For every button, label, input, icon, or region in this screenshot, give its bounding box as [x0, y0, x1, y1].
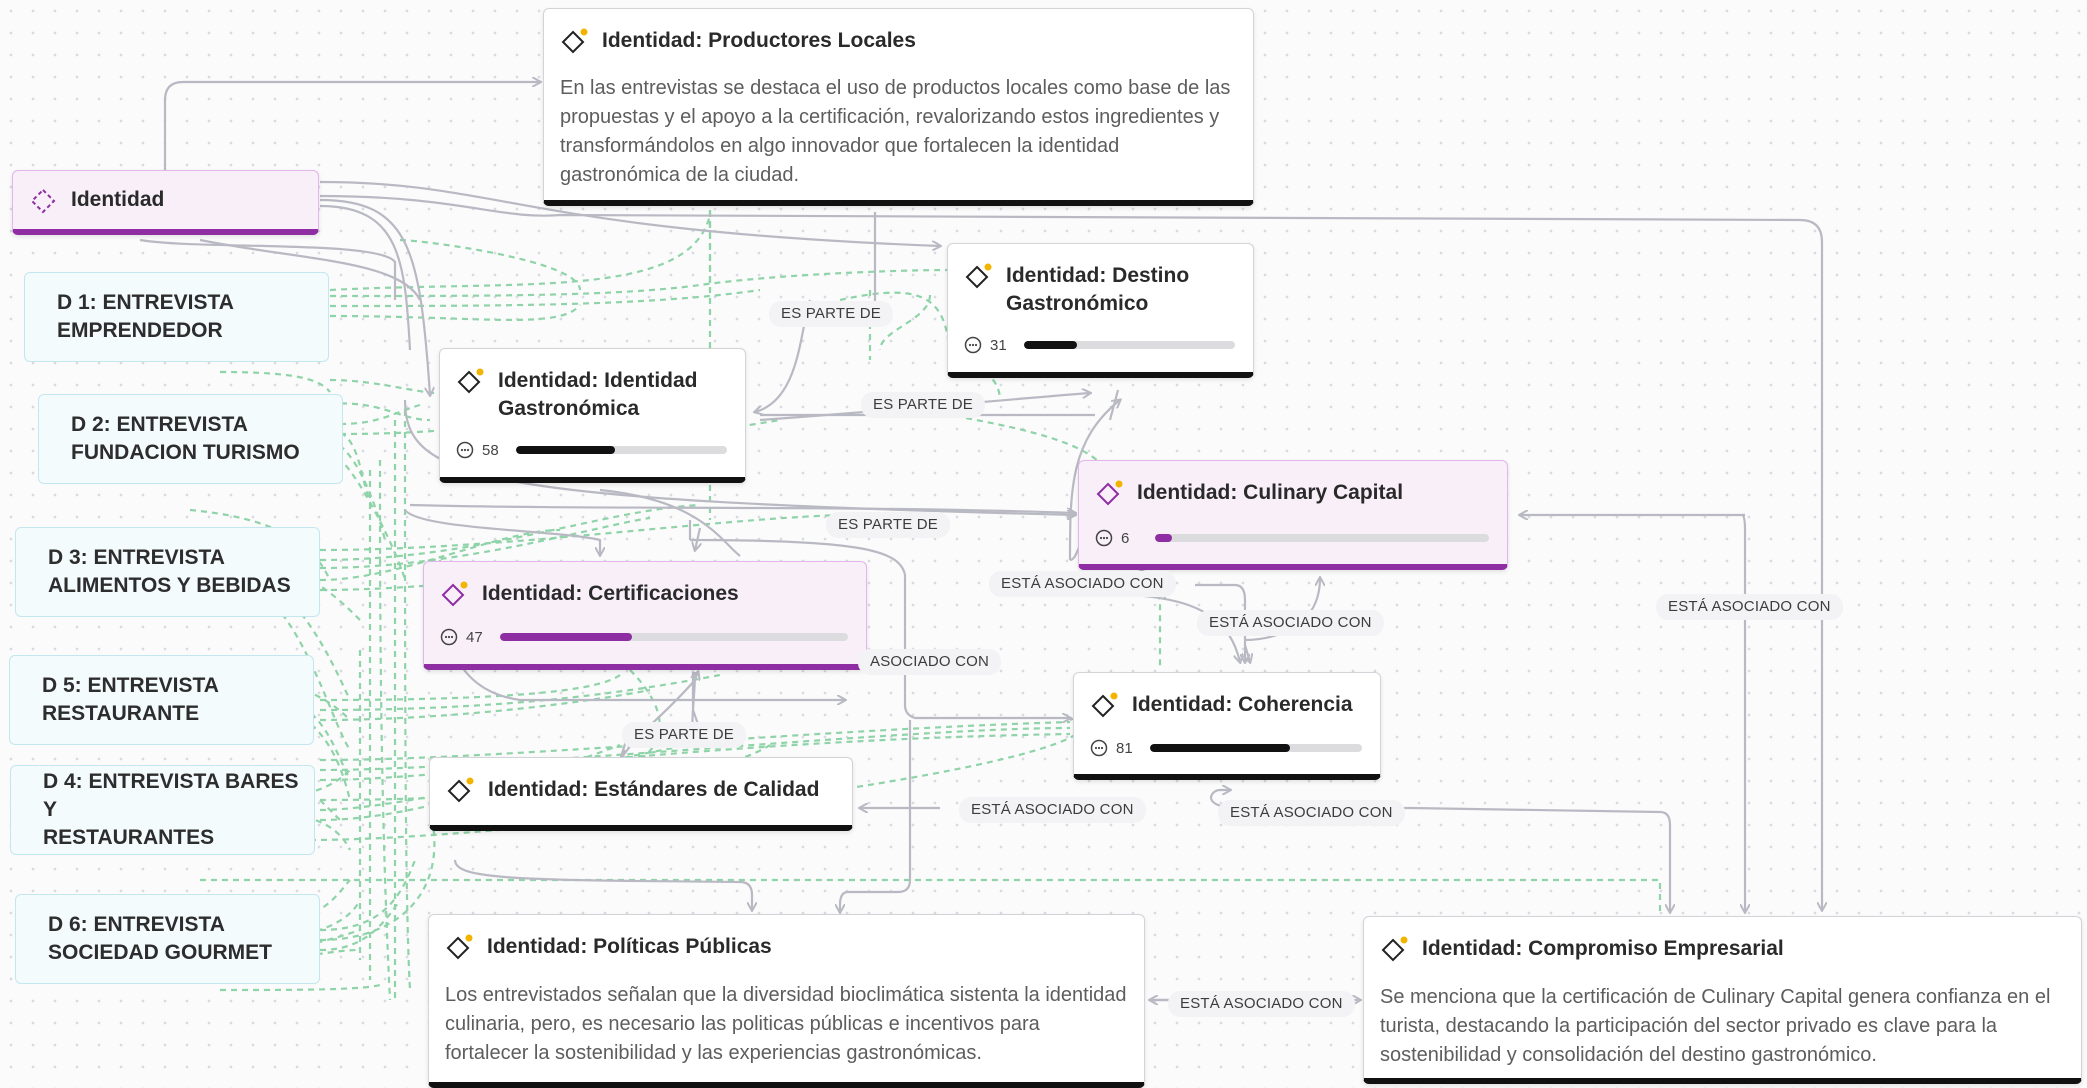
document-d3-label: D 3: ENTREVISTA ALIMENTOS Y BEBIDAS	[48, 546, 291, 597]
edge-label-esta-asociado-con[interactable]: ESTÁ ASOCIADO CON	[1168, 991, 1355, 1017]
document-d5-label: D 5: ENTREVISTA RESTAURANTE	[42, 674, 219, 725]
quote-bubble-icon	[456, 441, 474, 459]
frequency-bar	[500, 633, 848, 641]
code-politicas-publicas[interactable]: Identidad: Políticas Públicas Los entrev…	[428, 914, 1145, 1088]
quotation-count: 31	[990, 336, 1007, 354]
edge-label-esta-asociado-con[interactable]: ESTÁ ASOCIADO CON	[1197, 610, 1384, 636]
code-title: Identidad: Productores Locales	[602, 29, 916, 52]
quotation-count: 58	[482, 441, 499, 459]
code-title: Identidad: Certificaciones	[482, 582, 739, 605]
frequency-bar-fill	[1024, 341, 1077, 349]
quotation-count: 81	[1116, 739, 1133, 757]
diamond-icon	[1380, 936, 1408, 964]
code-destino-gastronomico[interactable]: Identidad: Destino Gastronómico 31	[947, 243, 1254, 378]
document-d5[interactable]: D 5: ENTREVISTA RESTAURANTE	[9, 655, 314, 745]
document-d4[interactable]: D 4: ENTREVISTA BARES Y RESTAURANTES	[10, 765, 315, 855]
code-title: Identidad: Compromiso Empresarial	[1422, 937, 1784, 960]
code-memo: Los entrevistados señalan que la diversi…	[445, 984, 1127, 1064]
frequency-bar	[1150, 744, 1362, 752]
code-title: Identidad: Culinary Capital	[1137, 481, 1404, 504]
quote-bubble-icon	[1095, 529, 1113, 547]
diamond-icon	[560, 28, 588, 56]
edge-label-es-parte-de[interactable]: ES PARTE DE	[622, 722, 747, 748]
diamond-icon	[1095, 480, 1123, 508]
code-certificaciones[interactable]: Identidad: Certificaciones 47	[423, 561, 867, 670]
code-productores-locales[interactable]: Identidad: Productores Locales En las en…	[543, 8, 1254, 206]
code-title: Identidad: Políticas Públicas	[487, 935, 772, 958]
quotation-count: 6	[1121, 529, 1130, 547]
quotation-count: 47	[466, 628, 483, 646]
diamond-icon	[445, 934, 473, 962]
document-d4-label: D 4: ENTREVISTA BARES Y RESTAURANTES	[43, 770, 299, 849]
frequency-bar-fill	[1155, 534, 1172, 542]
document-d1-label: D 1: ENTREVISTA EMPRENDEDOR	[57, 291, 234, 342]
code-memo: Se menciona que la certificación de Culi…	[1380, 986, 2051, 1066]
edge-label-esta-asociado-con[interactable]: ESTÁ ASOCIADO CON	[1656, 594, 1843, 620]
code-memo: En las entrevistas se destaca el uso de …	[560, 77, 1231, 186]
code-title: Identidad: Estándares de Calidad	[488, 778, 820, 801]
code-identidad-gastronomica[interactable]: Identidad: Identidad Gastronómica 58	[439, 348, 746, 483]
frequency-bar	[1024, 341, 1235, 349]
document-d6[interactable]: D 6: ENTREVISTA SOCIEDAD GOURMET	[15, 894, 320, 984]
document-links	[189, 200, 1662, 1001]
code-estandares-de-calidad[interactable]: Identidad: Estándares de Calidad	[429, 757, 853, 831]
document-d2-label: D 2: ENTREVISTA FUNDACION TURISMO	[71, 413, 300, 464]
code-culinary-capital[interactable]: Identidad: Culinary Capital 6	[1078, 460, 1508, 570]
diamond-icon	[440, 581, 468, 609]
frequency-bar-fill	[500, 633, 633, 641]
code-title: Identidad: Identidad Gastronómica	[498, 369, 698, 420]
edge-label-esta-asociado-con[interactable]: ESTÁ ASOCIADO CON	[959, 797, 1146, 823]
code-title: Identidad: Coherencia	[1132, 693, 1353, 716]
diamond-icon	[1090, 692, 1118, 720]
edge-label-es-parte-de[interactable]: ES PARTE DE	[769, 301, 894, 327]
edge-label-asociado-con[interactable]: ASOCIADO CON	[858, 649, 1002, 675]
root-label: Identidad	[71, 188, 165, 211]
code-title: Identidad: Destino Gastronómico	[1006, 264, 1190, 315]
diamond-icon	[456, 368, 484, 396]
quote-bubble-icon	[1090, 739, 1108, 757]
document-d6-label: D 6: ENTREVISTA SOCIEDAD GOURMET	[48, 913, 273, 964]
edge-label-esta-asociado-con[interactable]: ESTÁ ASOCIADO CON	[1218, 800, 1405, 826]
edge-label-esta-asociado-con[interactable]: ESTÁ ASOCIADO CON	[989, 571, 1176, 597]
diamond-icon	[446, 777, 474, 805]
frequency-bar	[516, 446, 727, 454]
code-compromiso-empresarial[interactable]: Identidad: Compromiso Empresarial Se men…	[1363, 916, 2082, 1084]
document-d2[interactable]: D 2: ENTREVISTA FUNDACION TURISMO	[38, 394, 343, 484]
dashed-diamond-icon	[29, 187, 57, 215]
document-d3[interactable]: D 3: ENTREVISTA ALIMENTOS Y BEBIDAS	[15, 527, 320, 617]
code-coherencia[interactable]: Identidad: Coherencia 81	[1073, 672, 1381, 780]
frequency-bar	[1155, 534, 1489, 542]
root-code-identidad[interactable]: Identidad	[12, 170, 319, 235]
quote-bubble-icon	[964, 336, 982, 354]
edge-label-es-parte-de[interactable]: ES PARTE DE	[826, 512, 951, 538]
quote-bubble-icon	[440, 628, 458, 646]
edge-label-es-parte-de[interactable]: ES PARTE DE	[861, 392, 986, 418]
document-d1[interactable]: D 1: ENTREVISTA EMPRENDEDOR	[24, 272, 329, 362]
diamond-icon	[964, 263, 992, 291]
frequency-bar-fill	[1150, 744, 1290, 752]
relation-links	[139, 82, 1822, 1000]
frequency-bar-fill	[516, 446, 616, 454]
